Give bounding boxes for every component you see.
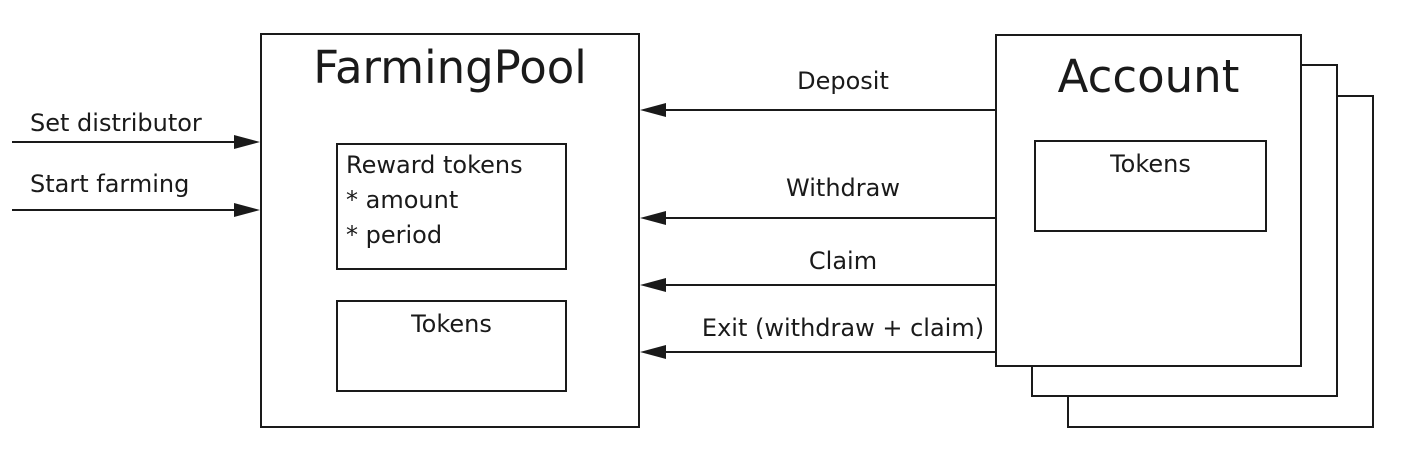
arrow-line	[664, 284, 995, 286]
reward-tokens-box: Reward tokens * amount * period	[336, 143, 567, 270]
reward-amount-line: * amount	[346, 186, 459, 214]
pool-tokens-box: Tokens	[336, 300, 567, 392]
farming-pool-title: FarmingPool	[313, 41, 587, 94]
arrowhead-left-icon	[640, 211, 666, 225]
arrow-label-start-farming: Start farming	[30, 170, 190, 198]
reward-period-line: * period	[346, 221, 443, 249]
arrow-label-set-distributor: Set distributor	[30, 109, 202, 137]
arrowhead-left-icon	[640, 278, 666, 292]
arrow-line	[664, 109, 995, 111]
arrow-label-deposit: Deposit	[797, 67, 889, 95]
reward-tokens-line: Reward tokens	[346, 151, 523, 179]
account-tokens-box: Tokens	[1034, 140, 1267, 232]
arrow-line	[12, 141, 236, 143]
pool-tokens-label: Tokens	[411, 310, 492, 338]
arrow-line	[664, 217, 995, 219]
arrow-line	[664, 351, 995, 353]
arrow-line	[12, 209, 236, 211]
arrowhead-right-icon	[234, 135, 260, 149]
account-box: Account Tokens	[995, 34, 1302, 367]
arrow-label-claim: Claim	[808, 247, 878, 275]
arrowhead-left-icon	[640, 103, 666, 117]
arrowhead-right-icon	[234, 203, 260, 217]
farming-pool-box: FarmingPool Reward tokens * amount * per…	[260, 33, 640, 428]
arrowhead-left-icon	[640, 345, 666, 359]
account-title: Account	[1057, 50, 1240, 103]
arrow-label-exit: Exit (withdraw + claim)	[701, 314, 985, 342]
arrow-label-withdraw: Withdraw	[786, 174, 900, 202]
account-tokens-label: Tokens	[1110, 150, 1191, 178]
